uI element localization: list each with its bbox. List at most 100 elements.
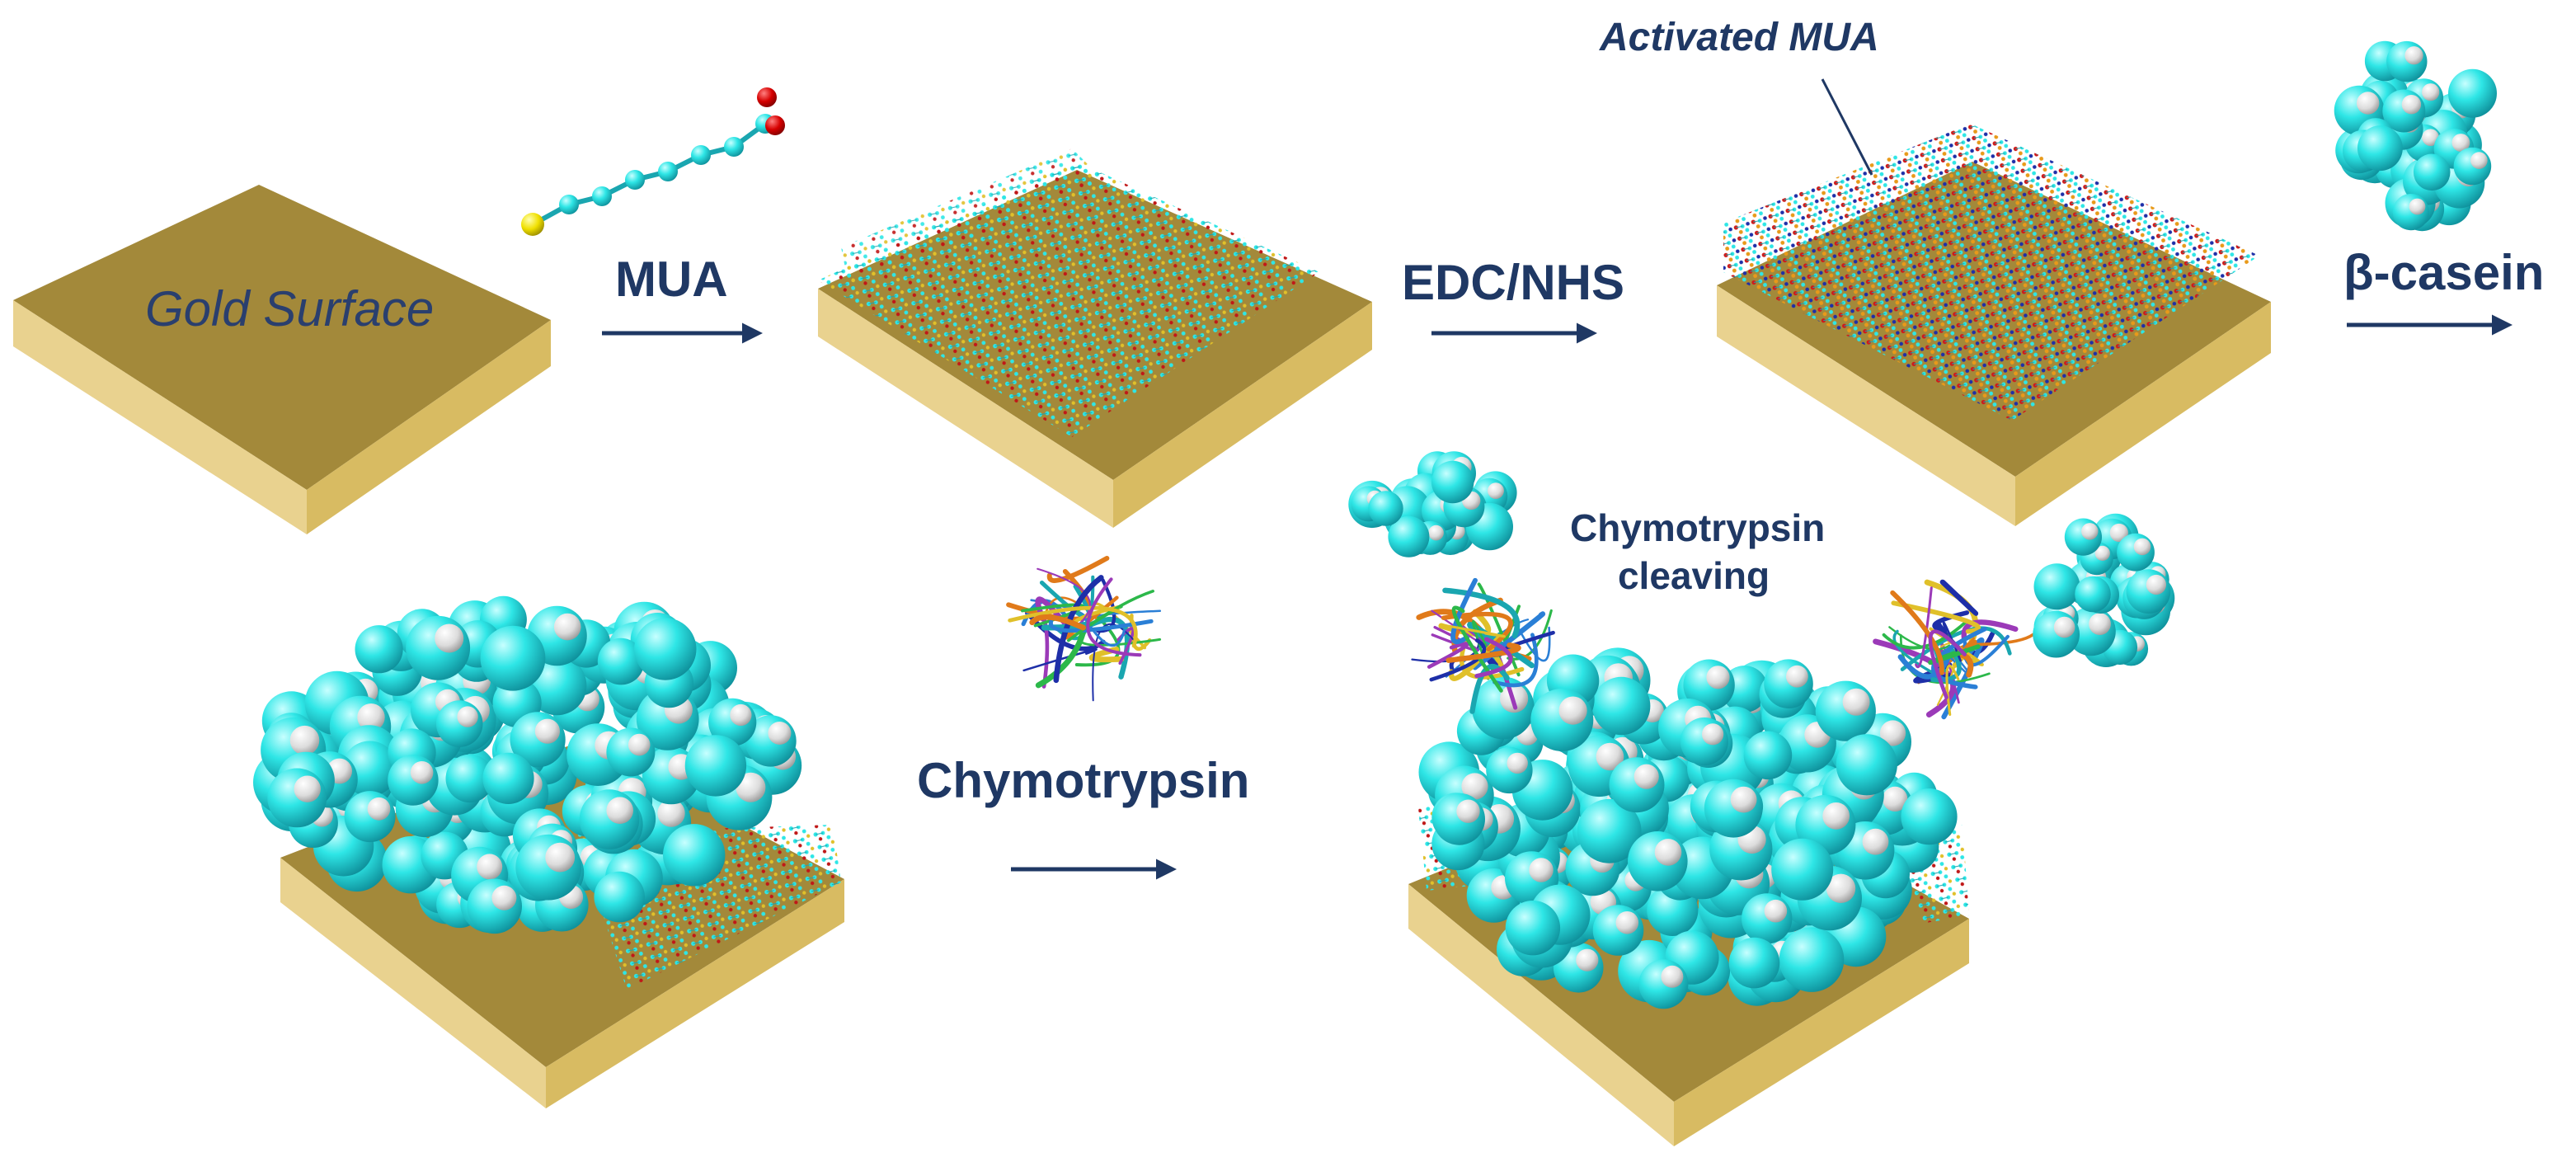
- carbon-sphere: [2413, 153, 2451, 191]
- hydrogen-sphere: [1488, 482, 1504, 499]
- hydrogen-sphere: [1842, 688, 1870, 716]
- protein-ribbon-segment: [1882, 619, 1968, 650]
- hydrogen-sphere: [2422, 83, 2440, 101]
- hydrogen-sphere: [2089, 613, 2111, 635]
- protein-ribbon-segment: [1442, 587, 1521, 639]
- hydrogen-sphere: [435, 623, 464, 653]
- carbon-sphere: [1592, 676, 1651, 736]
- carbon-sphere: [1530, 689, 1594, 751]
- carbon-sphere: [634, 618, 697, 680]
- carbon-sphere: [1704, 779, 1763, 838]
- hydrogen-sphere: [736, 772, 766, 802]
- carbon-sphere: [1764, 659, 1813, 708]
- hydrogen-sphere: [2470, 152, 2488, 169]
- cleaved-fragment-right-icon: [2033, 513, 2175, 667]
- protein-ribbon-segment: [1451, 605, 1503, 693]
- hydrogen-sphere: [410, 761, 434, 784]
- carbon-sphere: [684, 735, 747, 797]
- protein-ribbon-segment: [1945, 664, 1960, 716]
- hydrogen-sphere: [2422, 129, 2439, 146]
- hydrogen-sphere: [1428, 525, 1444, 541]
- hydrogen-sphere: [2409, 198, 2426, 215]
- casein-layer-on-slab-4: [253, 595, 802, 934]
- chymotrypsin-enzyme-right-icon: [1873, 579, 2035, 720]
- protein-ribbon-segment: [1492, 633, 1539, 688]
- hydrogen-sphere: [1461, 773, 1488, 800]
- hydrogen-sphere: [534, 718, 561, 744]
- hydrogen-sphere: [1764, 899, 1788, 923]
- carbon-sphere: [2386, 40, 2428, 82]
- carbon-sphere: [344, 791, 396, 843]
- protein-ribbon-segment: [1088, 647, 1125, 663]
- hydrogen-sphere: [2081, 523, 2099, 540]
- hydrogen-sphere: [1615, 911, 1639, 934]
- carbon-sphere: [594, 871, 645, 923]
- carbon-sphere: [1743, 731, 1793, 780]
- protein-ribbon-segment: [1970, 633, 2035, 647]
- hydrogen-sphere: [1706, 666, 1730, 689]
- protein-ribbon-segment: [1441, 611, 1513, 652]
- carbon-sphere: [2448, 68, 2497, 118]
- carbon-atom: [691, 145, 711, 165]
- hydrogen-sphere: [2357, 92, 2380, 115]
- chymotrypsin-label: Chymotrypsin: [917, 753, 1250, 808]
- carbon-sphere: [1368, 491, 1403, 526]
- carbon-sphere: [406, 615, 471, 680]
- protein-ribbon-segment: [1035, 625, 1088, 689]
- carbon-sphere: [663, 824, 726, 887]
- carbon-sphere: [1628, 831, 1688, 891]
- carbon-sphere: [2126, 569, 2171, 614]
- protein-ribbon-segment: [1892, 629, 1940, 678]
- chymotrypsin-enzyme-left-icon: [1411, 577, 1555, 714]
- carbon-sphere: [467, 878, 522, 934]
- protein-ribbon-segment: [1928, 629, 1967, 699]
- carbon-sphere: [1742, 893, 1793, 944]
- chymotrypsin-enzyme-icon: [1006, 555, 1162, 702]
- carbon-sphere: [1592, 905, 1644, 956]
- oxygen-atom: [757, 87, 777, 107]
- hydrogen-sphere: [2401, 95, 2422, 115]
- hydrogen-sphere: [1507, 752, 1528, 774]
- carbon-sphere: [1771, 838, 1834, 901]
- carbon-atom: [625, 170, 645, 190]
- protein-ribbon-segment: [1474, 637, 1513, 679]
- hydrogen-sphere: [1558, 696, 1587, 725]
- hydrogen-sphere: [357, 703, 385, 732]
- carbon-sphere: [1388, 515, 1430, 557]
- carbon-atom: [559, 195, 579, 214]
- protein-ribbon-segment: [1939, 579, 1978, 616]
- hydrogen-sphere: [1634, 764, 1659, 789]
- carbon-sphere: [267, 768, 327, 828]
- sulfur-atom: [521, 213, 544, 236]
- hydrogen-sphere: [2109, 523, 2128, 543]
- hydrogen-sphere: [1596, 742, 1624, 771]
- activated-mua-callout-line: [1821, 78, 1873, 176]
- protein-ribbon-segment: [1931, 627, 1987, 689]
- protein-ribbon-segment: [1053, 575, 1104, 684]
- carbon-sphere: [1680, 717, 1728, 766]
- carbon-sphere: [597, 637, 645, 685]
- hydrogen-sphere: [2133, 538, 2151, 556]
- carbon-sphere: [1486, 746, 1533, 794]
- carbon-sphere: [1577, 798, 1642, 863]
- protein-ribbon-segment: [1942, 621, 1962, 662]
- carbon-sphere: [2392, 194, 2429, 231]
- hydrogen-sphere: [730, 703, 752, 727]
- protein-ribbon-segment: [1086, 577, 1142, 657]
- gold-slab-3-activated-mua: [1717, 124, 2271, 526]
- carbon-sphere: [2033, 610, 2080, 658]
- protein-ribbon-segment: [1891, 600, 1981, 634]
- mua-molecule-icon: [521, 87, 785, 236]
- protein-ribbon-segment: [1022, 648, 1098, 672]
- carbon-sphere: [2357, 125, 2403, 172]
- carbon-sphere: [435, 700, 483, 747]
- carbon-sphere: [1505, 901, 1561, 956]
- hydrogen-sphere: [1456, 799, 1480, 823]
- mua-label: MUA: [615, 252, 728, 307]
- protein-ribbon-segment: [1450, 577, 1478, 645]
- carbon-sphere: [606, 727, 656, 777]
- hydrogen-sphere: [553, 613, 581, 641]
- carbon-sphere: [1836, 734, 1897, 796]
